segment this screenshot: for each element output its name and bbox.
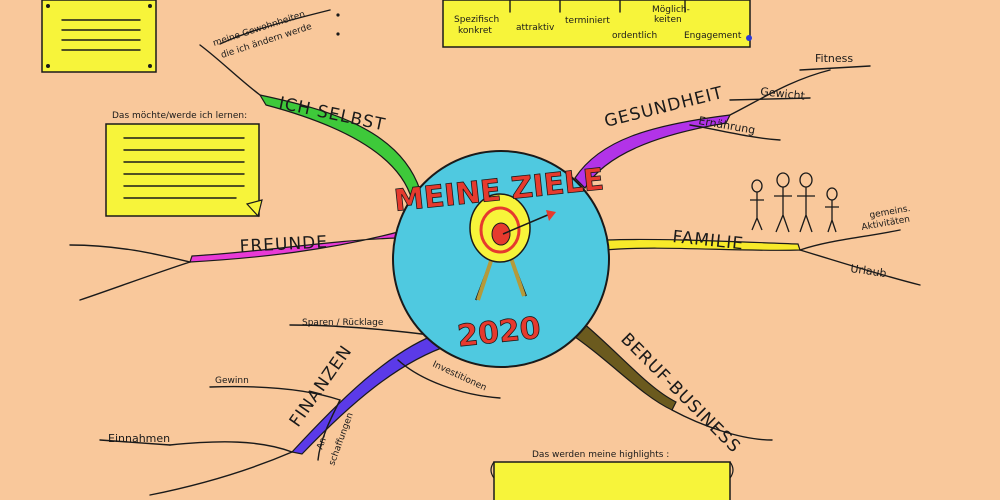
learn-title: Das möchte/werde ich lernen: [112, 111, 247, 121]
smart-item-0: Spezifisch [454, 15, 499, 25]
branch-beruf [563, 321, 677, 411]
highlights-title: Das werden meine highlights : [532, 450, 669, 460]
smart-box: Spezifisch konkret attraktiv terminiert … [442, 0, 752, 48]
smart-item-5: keiten [654, 15, 682, 25]
smart-item-2: attraktiv [516, 23, 555, 33]
smart-item-6: ordentlich [612, 31, 657, 41]
sub-an: An- [315, 433, 330, 451]
sub-fitness: Fitness [815, 52, 853, 65]
label-freunde: FREUNDE [239, 232, 328, 257]
smart-item-7: Engagement [684, 31, 742, 41]
smart-item-4: Möglich- [652, 5, 690, 15]
branch-familie [603, 238, 801, 251]
sub-einnahmen: Einnahmen [108, 432, 170, 445]
top-left-note [41, 0, 157, 73]
family-figures-icon [750, 172, 839, 233]
highlights-note: Das werden meine highlights : [490, 450, 734, 500]
label-ich-selbst: ICH SELBST [277, 93, 387, 135]
label-beruf: BERUF-BUSINESS [616, 329, 744, 457]
smart-item-1: konkret [458, 26, 492, 36]
branch-finanzen [290, 331, 451, 455]
sub-urlaub: Urlaub [850, 262, 888, 280]
sub-gewicht: Gewicht [760, 85, 806, 103]
sub-sparen: Sparen / Rücklage [302, 318, 384, 328]
sub-gewinn: Gewinn [215, 376, 249, 386]
branch-freunde [189, 231, 399, 263]
label-familie: FAMILIE [671, 227, 744, 254]
smart-item-3: terminiert [565, 16, 610, 26]
learn-note: Das möchte/werde ich lernen: [105, 111, 263, 218]
branch-gesundheit [574, 114, 732, 189]
target-icon [469, 193, 556, 301]
branch-ich-selbst [258, 94, 421, 202]
